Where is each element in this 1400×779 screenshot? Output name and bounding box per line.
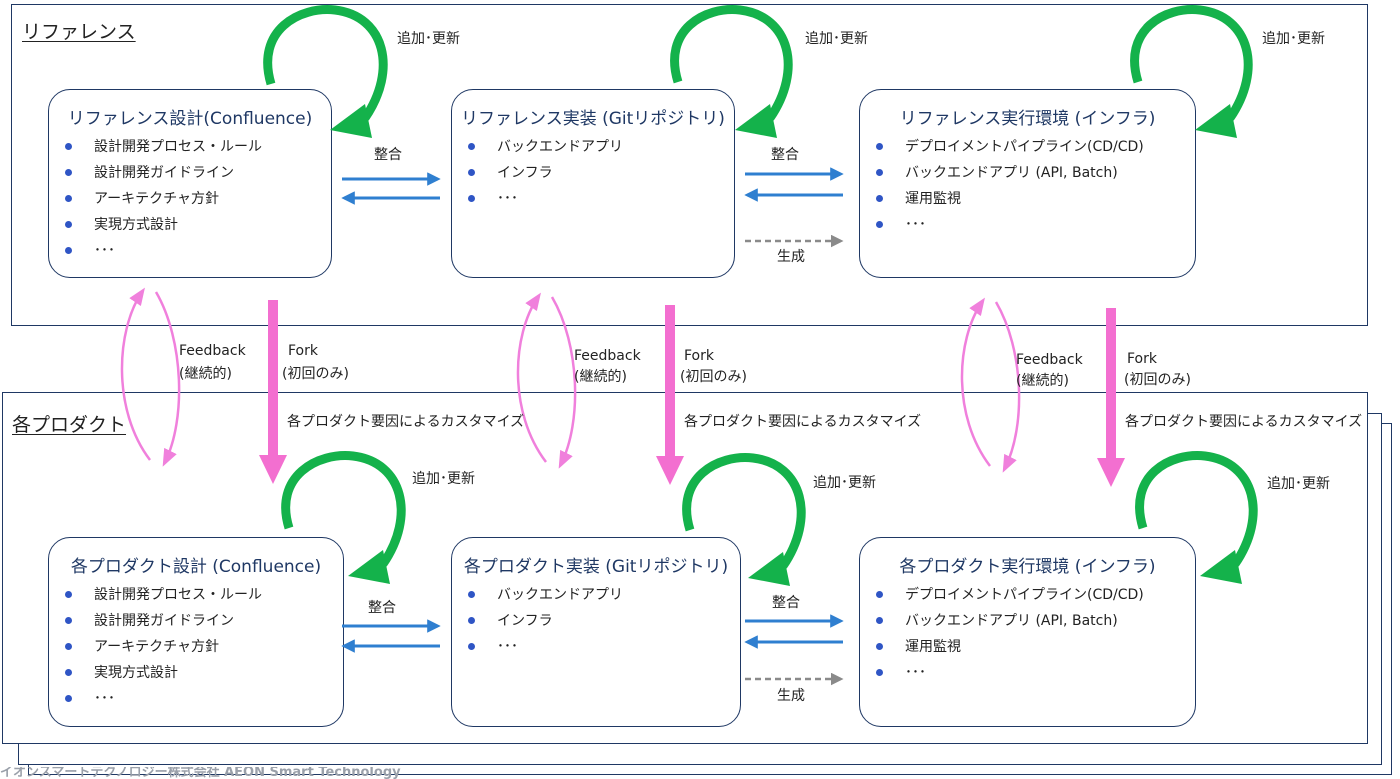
fork-sub-label: (初回のみ) xyxy=(680,369,747,385)
list-item: 実現方式設計 xyxy=(65,212,262,238)
bullet-icon xyxy=(65,221,72,228)
reference-env-card: リファレンス実行環境 (インフラ) デプロイメントパイプライン(CD/CD) バ… xyxy=(859,89,1196,278)
bullet-icon xyxy=(876,169,883,176)
reference-design-card: リファレンス設計(Confluence) 設計開発プロセス・ルール 設計開発ガイ… xyxy=(48,89,332,278)
align-label: 整合 xyxy=(374,147,402,163)
item-list: バックエンドアプリ インフラ ･･･ xyxy=(468,582,623,660)
list-item: インフラ xyxy=(468,160,623,186)
product-section-title: 各プロダクト xyxy=(12,414,127,436)
product-impl-card: 各プロダクト実装 (Gitリポジトリ) バックエンドアプリ インフラ ･･･ xyxy=(451,537,741,727)
add-update-label: 追加･更新 xyxy=(813,475,876,491)
list-item: 設計開発ガイドライン xyxy=(65,160,262,186)
bullet-icon xyxy=(876,221,883,228)
fork-label: Fork xyxy=(1127,351,1157,367)
reference-section-title: リファレンス xyxy=(22,21,136,43)
customize-label: 各プロダクト要因によるカスタマイズ xyxy=(684,414,922,430)
list-item: 設計開発ガイドライン xyxy=(65,608,262,634)
feedback-label: Feedback xyxy=(1016,352,1083,368)
list-item: 実現方式設計 xyxy=(65,660,262,686)
list-item: バックエンドアプリ (API, Batch) xyxy=(876,160,1144,186)
reference-impl-card: リファレンス実装 (Gitリポジトリ) バックエンドアプリ インフラ ･･･ xyxy=(451,89,735,278)
bullet-icon xyxy=(65,643,72,650)
feedback-label: Feedback xyxy=(574,348,641,364)
fork-label: Fork xyxy=(684,348,714,364)
add-update-label: 追加･更新 xyxy=(397,31,460,47)
bullet-icon xyxy=(468,195,475,202)
bullet-icon xyxy=(876,617,883,624)
list-item: ･･･ xyxy=(65,238,262,264)
bullet-icon xyxy=(65,695,72,702)
list-item: 運用監視 xyxy=(876,634,1144,660)
align-label: 整合 xyxy=(368,600,396,616)
footer-copyright: イオンスマートテクノロジー株式会社 AEON Smart Technology xyxy=(0,767,401,779)
add-update-label: 追加･更新 xyxy=(412,471,475,487)
list-item: アーキテクチャ方針 xyxy=(65,634,262,660)
list-item: 設計開発プロセス・ルール xyxy=(65,134,262,160)
generate-label: 生成 xyxy=(777,249,805,265)
feedback-sub-label: (継続的) xyxy=(574,369,627,385)
product-design-card: 各プロダクト設計 (Confluence) 設計開発プロセス・ルール 設計開発ガ… xyxy=(48,537,344,727)
item-list: バックエンドアプリ インフラ ･･･ xyxy=(468,134,623,212)
feedback-sub-label: (継続的) xyxy=(179,366,232,382)
generate-label: 生成 xyxy=(777,688,805,704)
bullet-icon xyxy=(65,617,72,624)
card-title: リファレンス設計(Confluence) xyxy=(67,109,313,129)
bullet-icon xyxy=(468,143,475,150)
list-item: ･･･ xyxy=(65,686,262,712)
list-item: アーキテクチャ方針 xyxy=(65,186,262,212)
item-list: 設計開発プロセス・ルール 設計開発ガイドライン アーキテクチャ方針 実現方式設計… xyxy=(65,134,262,264)
add-update-label: 追加･更新 xyxy=(805,31,868,47)
bullet-icon xyxy=(876,643,883,650)
bullet-icon xyxy=(876,143,883,150)
feedback-sub-label: (継続的) xyxy=(1016,373,1069,389)
list-item: バックエンドアプリ xyxy=(468,134,623,160)
customize-label: 各プロダクト要因によるカスタマイズ xyxy=(1125,414,1363,430)
bullet-icon xyxy=(876,591,883,598)
fork-label: Fork xyxy=(288,343,318,359)
list-item: バックエンドアプリ (API, Batch) xyxy=(876,608,1144,634)
list-item: ･･･ xyxy=(876,212,1144,238)
add-update-label: 追加･更新 xyxy=(1262,31,1325,47)
card-title: 各プロダクト設計 (Confluence) xyxy=(70,557,322,577)
list-item: ･･･ xyxy=(876,660,1144,686)
card-title: リファレンス実装 (Gitリポジトリ) xyxy=(461,109,725,129)
bullet-icon xyxy=(65,195,72,202)
list-item: インフラ xyxy=(468,608,623,634)
align-label: 整合 xyxy=(772,595,800,611)
feedback-label: Feedback xyxy=(179,343,246,359)
card-title: リファレンス実行環境 (インフラ) xyxy=(899,109,1156,129)
add-update-label: 追加･更新 xyxy=(1267,476,1330,492)
card-title: 各プロダクト実装 (Gitリポジトリ) xyxy=(463,557,729,577)
bullet-icon xyxy=(468,591,475,598)
fork-sub-label: (初回のみ) xyxy=(282,366,349,382)
product-env-card: 各プロダクト実行環境 (インフラ) デプロイメントパイプライン(CD/CD) バ… xyxy=(859,537,1196,727)
bullet-icon xyxy=(65,247,72,254)
align-label: 整合 xyxy=(771,147,799,163)
bullet-icon xyxy=(468,643,475,650)
bullet-icon xyxy=(876,195,883,202)
list-item: ･･･ xyxy=(468,186,623,212)
bullet-icon xyxy=(65,591,72,598)
item-list: 設計開発プロセス・ルール 設計開発ガイドライン アーキテクチャ方針 実現方式設計… xyxy=(65,582,262,712)
item-list: デプロイメントパイプライン(CD/CD) バックエンドアプリ (API, Bat… xyxy=(876,582,1144,686)
bullet-icon xyxy=(65,143,72,150)
list-item: デプロイメントパイプライン(CD/CD) xyxy=(876,582,1144,608)
bullet-icon xyxy=(468,169,475,176)
customize-label: 各プロダクト要因によるカスタマイズ xyxy=(287,414,525,430)
list-item: 運用監視 xyxy=(876,186,1144,212)
list-item: 設計開発プロセス・ルール xyxy=(65,582,262,608)
card-title: 各プロダクト実行環境 (インフラ) xyxy=(899,557,1156,577)
list-item: ･･･ xyxy=(468,634,623,660)
list-item: バックエンドアプリ xyxy=(468,582,623,608)
list-item: デプロイメントパイプライン(CD/CD) xyxy=(876,134,1144,160)
fork-sub-label: (初回のみ) xyxy=(1124,372,1191,388)
bullet-icon xyxy=(65,169,72,176)
bullet-icon xyxy=(876,669,883,676)
item-list: デプロイメントパイプライン(CD/CD) バックエンドアプリ (API, Bat… xyxy=(876,134,1144,238)
bullet-icon xyxy=(65,669,72,676)
bullet-icon xyxy=(468,617,475,624)
